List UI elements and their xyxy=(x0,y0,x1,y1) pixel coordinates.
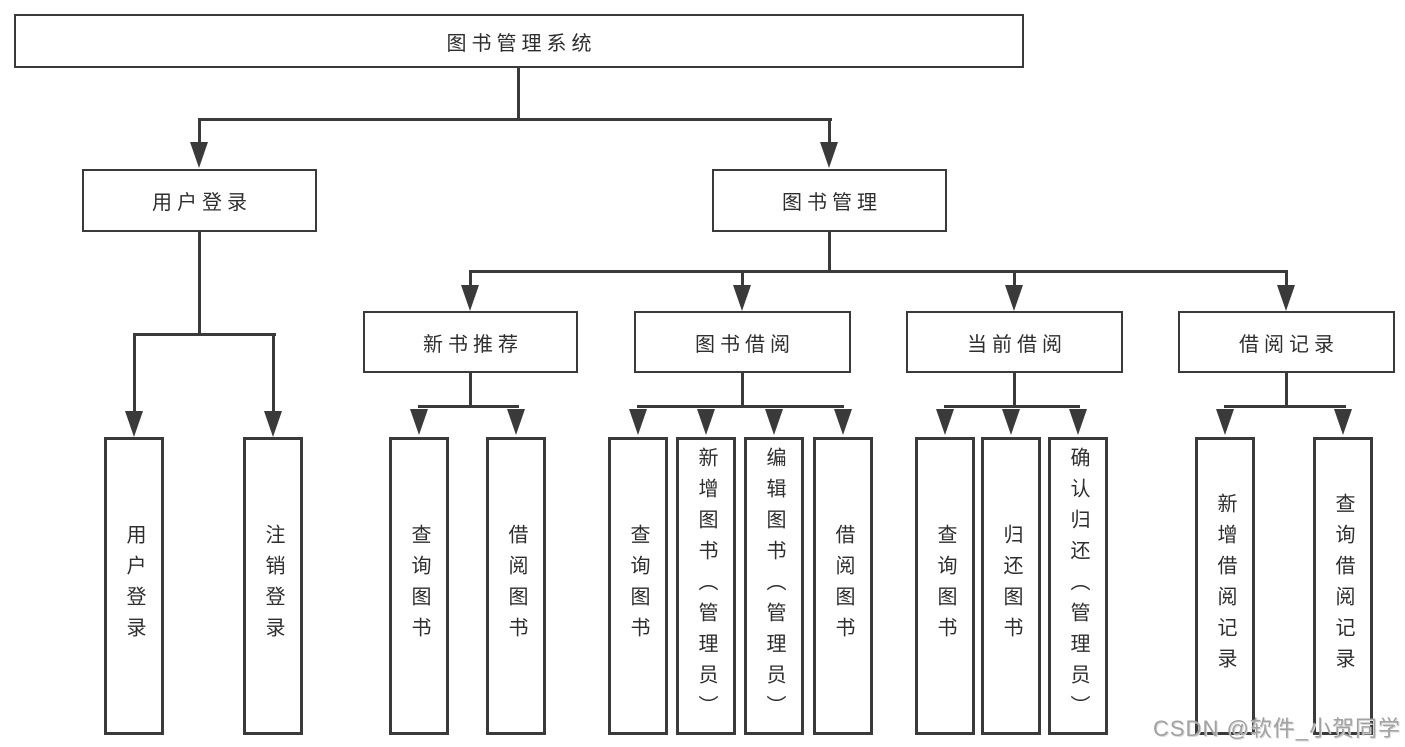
edge-line xyxy=(944,405,1080,408)
arrow-down-icon xyxy=(190,142,208,168)
edge-line xyxy=(469,270,1288,273)
edge-line xyxy=(133,333,136,413)
leaf-records-add-record: 新增借阅记录 xyxy=(1195,437,1255,735)
arrow-down-icon xyxy=(629,409,647,435)
arrow-down-icon xyxy=(1334,409,1352,435)
arrow-down-icon xyxy=(765,409,783,435)
leaf-current-query-book: 查询图书 xyxy=(915,437,975,735)
leaf-rec-borrow-book: 借阅图书 xyxy=(486,437,546,735)
arrow-down-icon xyxy=(1005,285,1023,311)
csdn-watermark: CSDN @软件_小贺同学 xyxy=(1153,716,1402,741)
edge-line xyxy=(1013,270,1016,287)
edge-line xyxy=(469,373,472,408)
edge-line xyxy=(828,232,831,273)
edge-line xyxy=(741,373,744,408)
edge-line xyxy=(1224,405,1346,408)
arrow-down-icon xyxy=(461,285,479,311)
leaf-borrow-query-book: 查询图书 xyxy=(608,437,668,735)
leaf-borrow-add-book-label: 新增图书（管理员） xyxy=(695,446,717,726)
edge-line xyxy=(1285,373,1288,408)
leaf-records-query-record-label: 查询借阅记录 xyxy=(1332,493,1354,679)
leaf-current-return-book: 归还图书 xyxy=(981,437,1041,735)
node-borrow-records: 借阅记录 xyxy=(1178,311,1395,373)
edge-line xyxy=(637,405,844,408)
node-user-login-label: 用户登录 xyxy=(152,192,252,214)
arrow-down-icon xyxy=(1002,409,1020,435)
edge-line xyxy=(133,333,276,336)
node-current-borrow-label: 当前借阅 xyxy=(967,333,1067,356)
edge-line xyxy=(198,118,201,146)
arrow-down-icon xyxy=(697,409,715,435)
leaf-user-login: 用户登录 xyxy=(104,437,164,735)
arrow-down-icon xyxy=(834,409,852,435)
edge-line xyxy=(198,232,201,336)
arrow-down-icon xyxy=(936,409,954,435)
leaf-borrow-query-book-label: 查询图书 xyxy=(627,524,649,648)
node-root-label: 图书管理系统 xyxy=(446,32,597,55)
leaf-borrow-add-book: 新增图书（管理员） xyxy=(676,437,736,735)
edge-line xyxy=(469,270,472,287)
arrow-down-icon xyxy=(733,285,751,311)
node-user-login: 用户登录 xyxy=(82,169,317,232)
edge-line xyxy=(1285,270,1288,287)
leaf-logout-label: 注销登录 xyxy=(262,524,284,648)
node-book-borrow-label: 图书借阅 xyxy=(695,333,795,356)
leaf-logout: 注销登录 xyxy=(243,437,303,735)
leaf-borrow-edit-book: 编辑图书（管理员） xyxy=(744,437,804,735)
node-new-book-rec: 新书推荐 xyxy=(363,311,578,373)
node-new-book-rec-label: 新书推荐 xyxy=(423,333,523,356)
node-current-borrow: 当前借阅 xyxy=(906,311,1123,373)
arrow-down-icon xyxy=(410,409,428,435)
arrow-down-icon xyxy=(1277,285,1295,311)
edge-line xyxy=(741,270,744,287)
leaf-rec-borrow-book-label: 借阅图书 xyxy=(505,524,527,648)
leaf-current-return-book-label: 归还图书 xyxy=(1000,524,1022,648)
leaf-user-login-label: 用户登录 xyxy=(123,524,145,648)
edge-line xyxy=(198,118,832,121)
node-book-borrow: 图书借阅 xyxy=(634,311,851,373)
arrow-down-icon xyxy=(820,142,838,168)
node-root: 图书管理系统 xyxy=(14,14,1024,68)
node-book-mgmt-label: 图书管理 xyxy=(782,192,882,214)
node-borrow-records-label: 借阅记录 xyxy=(1239,333,1339,356)
leaf-borrow-borrow-book: 借阅图书 xyxy=(813,437,873,735)
leaf-borrow-edit-book-label: 编辑图书（管理员） xyxy=(763,446,785,726)
leaf-borrow-borrow-book-label: 借阅图书 xyxy=(832,524,854,648)
arrow-down-icon xyxy=(1069,409,1087,435)
edge-line xyxy=(1013,373,1016,408)
leaf-records-query-record: 查询借阅记录 xyxy=(1313,437,1373,735)
arrow-down-icon xyxy=(1216,409,1234,435)
node-book-mgmt: 图书管理 xyxy=(712,169,947,232)
leaf-current-confirm-return-label: 确认归还（管理员） xyxy=(1067,446,1089,726)
leaf-current-confirm-return: 确认归还（管理员） xyxy=(1048,437,1108,735)
edge-line xyxy=(828,118,831,146)
leaf-current-query-book-label: 查询图书 xyxy=(934,524,956,648)
leaf-records-add-record-label: 新增借阅记录 xyxy=(1214,493,1236,679)
leaf-rec-query-book-label: 查询图书 xyxy=(408,524,430,648)
edge-line xyxy=(517,68,520,120)
edge-line xyxy=(272,333,275,413)
arrow-down-icon xyxy=(264,411,282,437)
arrow-down-icon xyxy=(125,411,143,437)
leaf-rec-query-book: 查询图书 xyxy=(389,437,449,735)
edge-line xyxy=(418,405,519,408)
arrow-down-icon xyxy=(507,409,525,435)
